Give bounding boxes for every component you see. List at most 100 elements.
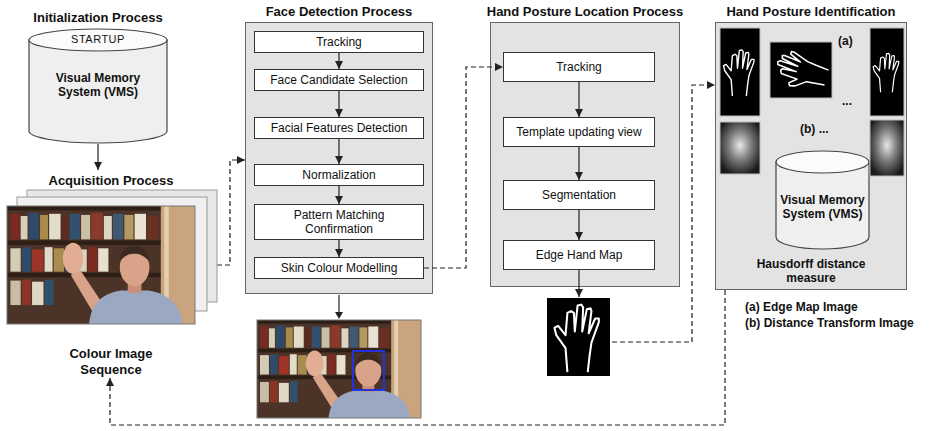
image-stack-group: Acquisition ProcessColour Image Sequence [5,170,217,378]
connector [575,147,583,180]
arrowhead [237,156,245,164]
node-text: Segmentation [542,188,616,202]
connector-line [424,67,503,268]
edge-map-thumbnails [720,28,904,116]
cylinder-body [29,40,167,143]
node-text: Pattern Matching Confirmation [259,208,419,236]
distance-transform-thumbnails [720,120,904,176]
connector [335,186,343,204]
node-text: Visual Memory System (VMS) [42,71,154,99]
arrowhead [575,232,583,240]
connector [335,139,343,164]
node-text: Tracking [316,35,362,49]
arrowhead [335,109,343,117]
node-text: STARTUP [71,33,125,46]
arrowhead [94,162,102,170]
face-photo [353,351,384,390]
edge-map-thumbnails [870,28,904,116]
label-holder: (b) Distance Transform Image [745,316,914,331]
connector [335,91,343,117]
process-box: Face Candidate Selection [254,69,424,91]
process-box: Normalization [254,164,424,186]
arrowhead [106,378,114,386]
edge-map-thumbnails [773,49,831,95]
image-stack [7,206,195,324]
cylinder-top [776,151,869,173]
figure-label: (b) Distance Transform Image [745,316,914,331]
process-panel: Hand Posture IdentificationHausdorff dis… [715,4,907,290]
connector [335,53,343,69]
node-text: Tracking [556,60,602,74]
node-text: Face Detection Process [266,4,413,20]
panel-background [245,22,433,294]
node-text: Acquisition Process [49,173,174,189]
connector [94,144,102,170]
process-box: Template updating view [503,117,655,147]
node-text: Colour Image Sequence [56,346,166,378]
process-box: Tracking [503,52,655,82]
node-text: Initialization Process [33,10,162,26]
face-photo [257,320,421,418]
process-panel: Face Detection ProcessTrackingFace Candi… [245,4,433,294]
process-box: Skin Colour Modelling [254,257,424,279]
process-box: Facial Features Detection [254,117,424,139]
arrowhead [495,63,503,71]
edge-hand-image [547,298,610,376]
storage-cylinder: Visual Memory System (VMS) [775,150,870,250]
node-text: Facial Features Detection [271,121,408,135]
figure-label: (a) Edge Map Image [745,300,858,315]
connector [424,63,503,268]
edge-map-thumbnails [770,42,832,98]
node-text: Hand Posture Location Process [487,4,684,20]
image-stack [7,206,195,324]
node-text: Skin Colour Modelling [281,261,398,275]
node-text: Template updating view [516,125,641,139]
panel-background [715,22,907,290]
distance-transform-thumbnails [870,120,904,176]
process-panel: Hand Posture Location ProcessTrackingTem… [490,4,680,287]
arrowhead [575,109,583,117]
figure-label: (b) ... [800,122,829,137]
label-holder: (a) [838,34,853,49]
label-holder: (b) ... [800,122,829,137]
arrowhead [335,61,343,69]
arrowhead [335,249,343,257]
node-text: Face Candidate Selection [270,73,407,87]
process-box: Tracking [254,31,424,53]
process-box: Edge Hand Map [503,240,655,270]
edge-hand-image [547,298,610,376]
arrowhead [707,81,715,89]
face-photo [257,320,421,418]
label-holder: (a) Edge Map Image [745,300,858,315]
edge-hand-image [554,305,598,373]
connector [575,82,583,117]
label-holder: ... [842,94,852,109]
edge-map-thumbnails [720,28,760,116]
figure-label: ... [842,94,852,109]
figure-label: (a) [838,34,853,49]
edge-map-thumbnails [724,50,754,96]
cylinder-top [29,29,167,51]
arrowhead [335,196,343,204]
node-text: Hand Posture Identification [726,4,895,20]
face-photo [257,295,421,418]
node-text: Edge Hand Map [536,248,623,262]
node-text: Visual Memory System (VMS) [779,193,867,221]
connector [217,156,245,265]
process-box: Segmentation [503,180,655,210]
connector [575,210,583,240]
arrowhead [335,156,343,164]
edge-map-thumbnails [873,53,899,92]
storage-cylinder: Initialization ProcessSTARTUP Visual Memo… [28,10,168,144]
connector [335,240,343,257]
face-photo [338,295,339,312]
process-box: Pattern Matching Confirmation [254,204,424,240]
image-stack [7,190,217,324]
cylinder-body [776,162,869,249]
node-text: Hausdorff distance measure [744,257,879,285]
face-photo [335,312,343,319]
node-text: Normalization [302,168,375,182]
arrowhead [575,289,583,297]
arrowhead [575,172,583,180]
